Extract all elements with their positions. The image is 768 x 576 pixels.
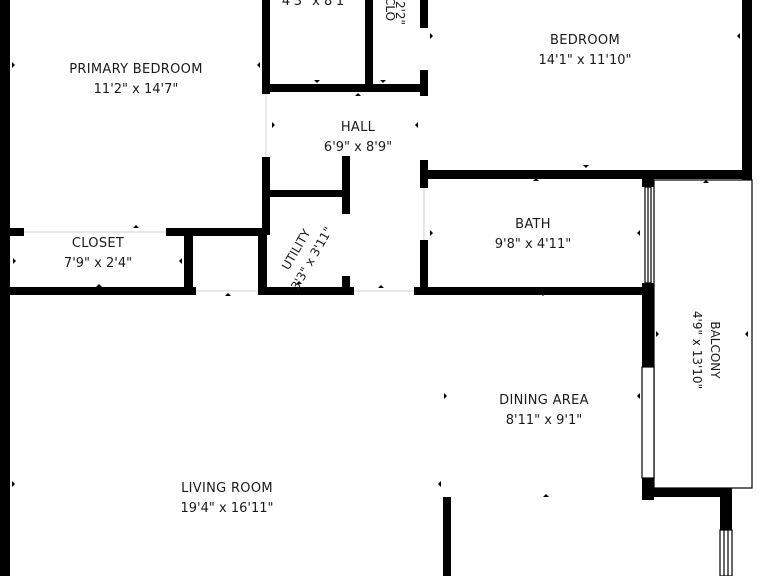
wall-utility-right-lower: [342, 276, 350, 294]
wall-living-partial: [443, 497, 451, 576]
tick: [13, 258, 16, 264]
tick: [656, 331, 659, 337]
tick: [444, 393, 447, 399]
tick: [225, 293, 231, 296]
room-name: LIVING ROOM: [181, 481, 273, 496]
walls: [0, 0, 752, 576]
wall-utility-top: [262, 190, 350, 197]
room-label-small-closet-dims: 2'2": [391, 0, 409, 33]
room-dims: 4'3" x 8'1": [281, 0, 351, 9]
room-label-top-closet: 4'3" x 8'1": [282, 0, 350, 12]
tick: [543, 494, 549, 497]
wall-bedroom-bottom: [420, 170, 752, 179]
room-dims: 6'9" x 8'9": [323, 140, 393, 155]
tick: [430, 33, 433, 39]
window-balcony-door: [641, 366, 655, 479]
room-label-bedroom: BEDROOM 14'1" x 11'10": [539, 31, 632, 71]
room-dims: 14'1" x 11'10": [538, 53, 632, 68]
room-name: BEDROOM: [550, 33, 620, 48]
room-name: HALL: [340, 120, 376, 135]
tick: [637, 393, 640, 399]
wall-main-horizontal-b: [258, 287, 354, 295]
wall-balcony-left: [642, 283, 654, 367]
wall-bedroom-left-mid: [420, 70, 428, 96]
tick: [378, 285, 384, 288]
wall-closet-top-left: [10, 228, 24, 236]
window-balcony-outer: [653, 179, 753, 489]
room-dims: 11'2" x 14'7": [93, 82, 179, 97]
tick: [96, 284, 102, 287]
room-dims: 4'9" x 13'10": [690, 310, 704, 390]
tick: [133, 225, 139, 228]
tick: [12, 481, 15, 487]
wall-utility-left: [258, 228, 267, 294]
wall-bath-left: [420, 240, 428, 294]
room-label-closet: CLOSET 7'9" x 2'4": [64, 234, 132, 274]
room-name: BALCONY: [708, 321, 722, 379]
windows: [641, 179, 753, 576]
wall-closet-right: [184, 228, 193, 294]
room-name: PRIMARY BEDROOM: [69, 62, 203, 77]
tick: [737, 33, 740, 39]
room-label-hall: HALL 6'9" x 8'9": [324, 118, 392, 158]
tick: [540, 293, 546, 296]
room-label-primary-bedroom: PRIMARY BEDROOM 11'2" x 14'7": [69, 60, 202, 100]
tick: [380, 80, 386, 83]
wall-bedroom-right: [742, 0, 752, 180]
wall-main-horizontal-c: [414, 287, 650, 295]
dimension-ticks: [12, 33, 748, 497]
room-label-dining-area: DINING AREA 8'11" x 9'1": [499, 391, 589, 431]
room-dims: 8'11" x 9'1": [505, 413, 583, 428]
tick: [355, 93, 361, 96]
wall-closet-top-right: [166, 228, 266, 236]
wall-bath-right: [642, 179, 654, 187]
room-name: BATH: [515, 217, 551, 232]
tick: [179, 258, 182, 264]
wall-utility-right: [342, 156, 350, 214]
wall-topcloset-right: [365, 0, 373, 88]
wall-bedroom-left-top: [420, 0, 428, 28]
room-dims: 7'9" x 2'4": [63, 256, 133, 271]
wall-balcony-bottom: [642, 488, 732, 497]
wall-topcloset-bottom: [262, 84, 426, 92]
tick: [438, 481, 441, 487]
tick: [637, 230, 640, 236]
tick: [296, 281, 302, 284]
tick: [533, 178, 539, 181]
tick: [12, 62, 15, 68]
room-name: DINING AREA: [499, 393, 589, 408]
tick: [430, 230, 433, 236]
window-lower-right: [719, 529, 733, 576]
tick: [257, 62, 260, 68]
wall-balcony-corner: [720, 488, 732, 530]
tick: [272, 122, 275, 128]
door-openings: [24, 94, 425, 292]
room-name: CLOSET: [71, 236, 125, 251]
wall-main-horizontal-a: [10, 287, 196, 295]
tick: [583, 165, 589, 168]
room-label-balcony: BALCONY 4'9" x 13'10": [688, 298, 724, 402]
room-dims: 9'8" x 4'11": [494, 237, 572, 252]
tick: [703, 180, 709, 183]
tick: [314, 80, 320, 83]
wall-left: [0, 0, 10, 576]
wall-primary-right-upper: [262, 0, 270, 94]
room-dims: 19'4" x 16'11": [180, 501, 274, 516]
room-dims: 2'2": [393, 0, 407, 26]
room-label-bath: BATH 9'8" x 4'11": [495, 215, 571, 255]
tick: [415, 122, 418, 128]
tick: [745, 331, 748, 337]
room-label-living-room: LIVING ROOM 19'4" x 16'11": [181, 479, 274, 519]
